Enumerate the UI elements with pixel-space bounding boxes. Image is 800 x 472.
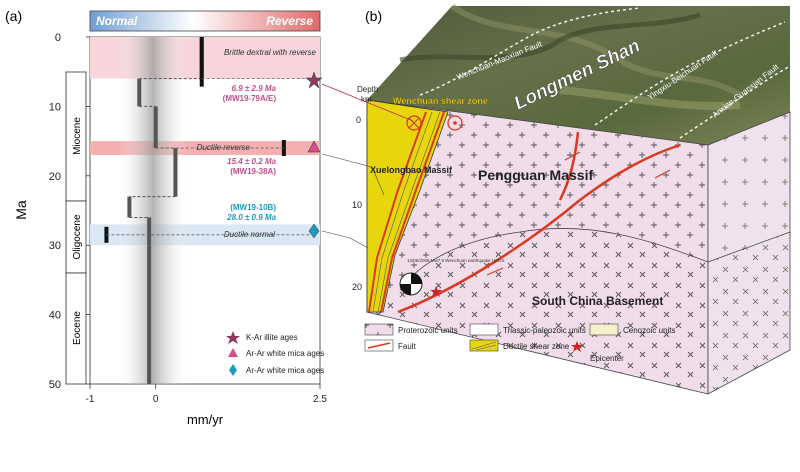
star-icon xyxy=(305,71,323,89)
fault-icon xyxy=(367,342,391,349)
fault-arrow xyxy=(486,267,504,276)
side-face-outline xyxy=(707,111,791,395)
terrain-surface xyxy=(367,6,790,145)
legend-b-shear: Ductile shear zone xyxy=(503,342,570,351)
diamond-icon xyxy=(229,364,237,376)
diamond-icon xyxy=(308,223,320,239)
band-edge-marker xyxy=(281,140,286,157)
wenchuan-fault-line xyxy=(380,111,445,313)
normal-reverse-header xyxy=(89,10,321,32)
legend-b-triassic: Triassic-paleozoic units xyxy=(503,326,586,335)
shear-foliation xyxy=(377,111,441,313)
header-normal-label: Normal xyxy=(96,14,138,28)
star-icon xyxy=(571,341,583,352)
y-axis-label: Ma xyxy=(13,200,29,220)
epoch-miocene: Miocene xyxy=(72,117,83,155)
panel-b-label: (b) xyxy=(365,8,382,24)
terrain-valley xyxy=(399,12,701,63)
star-icon xyxy=(226,331,240,344)
depth-tick-10: 10 xyxy=(352,200,362,210)
terrain-ridge xyxy=(450,3,742,98)
triassic-swatch xyxy=(469,323,499,336)
depth-tick-20: 20 xyxy=(352,282,362,292)
y-tick-label: 30 xyxy=(49,240,61,252)
basement-contact xyxy=(399,228,709,291)
y-tick-label: 20 xyxy=(49,171,61,183)
shear-foliation xyxy=(372,111,433,313)
yingxiu-beichuan-fault xyxy=(397,143,681,314)
x-axis: -1 0 2.5 xyxy=(86,384,327,405)
band-label-ductile-reverse: Ductile reverse xyxy=(197,143,251,152)
fault-trace-anxian xyxy=(679,65,791,139)
panel-a-label: (a) xyxy=(5,8,22,24)
front-face-basement xyxy=(367,228,708,394)
legend-a-label-2: Ar-Ar white mica ages xyxy=(246,349,324,358)
age-value-3: 28.0 ± 0.9 Ma xyxy=(226,213,276,222)
legend-b: Proterozoic units Triassic-paleozoic uni… xyxy=(364,323,675,363)
terrain-plain xyxy=(559,86,741,111)
y-tick-label: 40 xyxy=(49,310,61,322)
out-of-page-dot xyxy=(453,121,457,125)
legend-a-label-1: K-Ar illite ages xyxy=(246,333,298,342)
y-tick-label: 10 xyxy=(49,101,61,113)
epoch-box-eocene xyxy=(65,272,87,385)
quake-note: 12/05/2008 Mw7.9 Wenchuan earthquake USG… xyxy=(407,258,504,263)
fault-trace-yingxiu xyxy=(594,21,786,126)
age-sample-1: (MW19-79A/E) xyxy=(223,94,277,103)
legend-a-label-3: Ar-Ar white mica ages xyxy=(246,366,324,375)
unit-label-pengguan: Pengguan Massif xyxy=(478,167,593,183)
depth-label: Depth xyxy=(357,85,378,94)
age-sample-2: (MW19-38A) xyxy=(230,167,276,176)
triangle-icon xyxy=(228,348,238,357)
x-tick-label: 2.5 xyxy=(313,394,327,405)
depth-unit: km xyxy=(361,95,372,104)
age-value-1: 6.9 ± 2.9 Ma xyxy=(232,84,277,93)
legend-b-proterozoic: Proterozoic units xyxy=(398,326,458,335)
side-basement-contact xyxy=(707,231,791,263)
band-label-brittle: Brittle dextral with reverse xyxy=(224,48,317,57)
side-face-basement xyxy=(708,232,790,394)
cenozoic-swatch xyxy=(589,323,619,336)
shear-swatch-lines xyxy=(471,341,497,351)
y-tick-label: 50 xyxy=(49,379,61,391)
depth-tick-0: 0 xyxy=(356,115,361,125)
ductile-shear-zone xyxy=(366,99,449,313)
legend-a: K-Ar illite ages Ar-Ar white mica ages A… xyxy=(226,331,324,376)
rate-history xyxy=(104,37,311,384)
x-tick-label: 0 xyxy=(153,394,159,405)
shear-zone-label: Wenchuan shear zone xyxy=(393,96,488,106)
band-label-ductile-normal: Ductile normal xyxy=(224,230,275,239)
epoch-eocene: Eocene xyxy=(72,311,83,345)
fault-arrow xyxy=(564,151,581,161)
legend-b-cenozoic: Cenozoic units xyxy=(623,326,675,335)
y-tick-label: 0 xyxy=(55,32,61,44)
fault-trace-wenchuan xyxy=(419,7,641,96)
epicenter-star-icon xyxy=(430,286,442,297)
age-value-2: 15.4 ± 0.2 Ma xyxy=(227,157,276,166)
legend-b-fault: Fault xyxy=(398,342,417,351)
x-tick-label: -1 xyxy=(86,394,95,405)
into-page-symbol xyxy=(406,115,422,131)
legend-b-epicenter: Epicenter xyxy=(590,354,624,363)
epoch-oligocene: Oligocene xyxy=(72,214,83,259)
wenchuan-fault-line-2 xyxy=(368,111,427,313)
fault-splay xyxy=(558,131,580,201)
focal-mechanism-quadrants xyxy=(400,273,422,295)
x-axis-label: mm/yr xyxy=(187,412,224,427)
connector-line-3 xyxy=(321,230,369,249)
proterozoic-swatch xyxy=(364,323,394,336)
connector-line-2 xyxy=(321,153,385,196)
unit-label-xuelongbao: Xuelongbao Massif xyxy=(370,165,453,175)
y-axis: 0 10 20 30 40 50 xyxy=(49,32,90,391)
age-sample-3: (MW19-10B) xyxy=(230,203,276,212)
header-reverse-label: Reverse xyxy=(266,14,313,28)
brittle-bar xyxy=(199,37,204,72)
fault-arrow xyxy=(654,169,671,179)
out-of-page-symbol xyxy=(447,115,463,131)
connector-line-1 xyxy=(321,83,414,122)
unit-label-basement: South China Basement xyxy=(532,294,663,308)
xuelongbao-line: Xuelongbao Massif xyxy=(370,165,453,175)
triangle-icon xyxy=(307,140,321,153)
